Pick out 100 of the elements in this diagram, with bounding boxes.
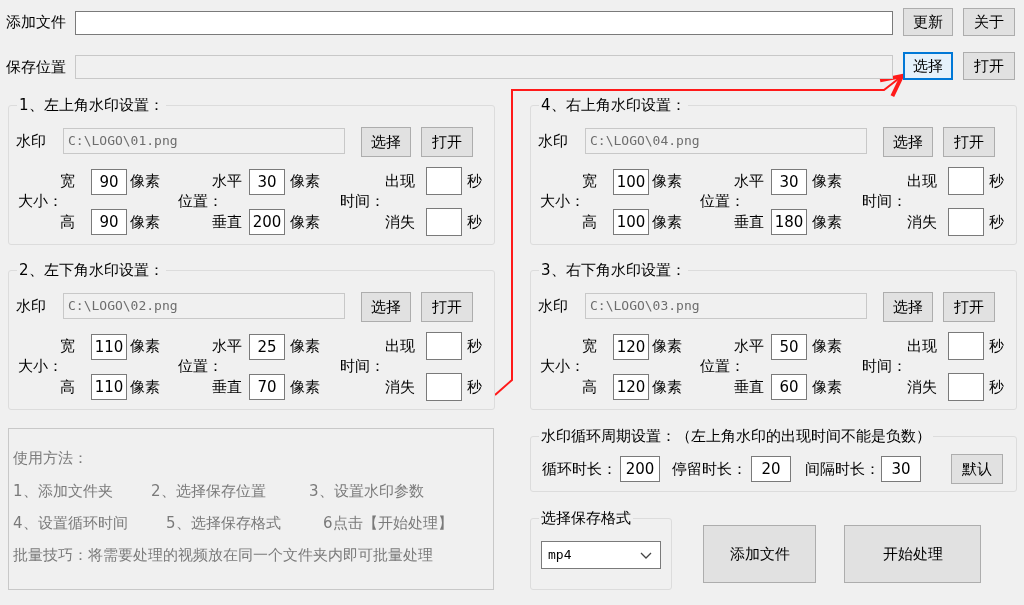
text-field: 120	[613, 374, 649, 400]
text-field	[75, 11, 893, 35]
text-field: 110	[91, 374, 127, 400]
field-label: 宽	[582, 172, 597, 190]
field-label: 像素	[652, 213, 682, 231]
text-field: C:\LOGO\01.png	[63, 128, 345, 154]
arrow	[494, 74, 904, 396]
field-label: 垂直	[212, 213, 242, 231]
field-label: 像素	[812, 213, 842, 231]
instructions-panel	[8, 428, 494, 590]
field-label: 水印	[538, 297, 568, 315]
button: 更新	[903, 8, 953, 36]
field-label: 垂直	[734, 213, 764, 231]
field-label: 消失	[385, 378, 415, 396]
field-label: 高	[60, 378, 75, 396]
text-field	[948, 208, 984, 236]
text-field: 30	[771, 169, 807, 195]
field-label: 消失	[385, 213, 415, 231]
heading: 使用方法：	[13, 449, 88, 467]
text-field	[948, 167, 984, 195]
text-field: 30	[249, 169, 285, 195]
group-title: 1、左上角水印设置：	[17, 96, 166, 114]
text-field	[426, 167, 462, 195]
field-label: 像素	[290, 213, 320, 231]
field-label: 像素	[290, 337, 320, 355]
text-field: 20	[751, 456, 791, 482]
button: 选择	[361, 292, 411, 322]
field-label: 像素	[290, 378, 320, 396]
text-field: 70	[249, 374, 285, 400]
text-field: 180	[771, 209, 807, 235]
text-field: 200	[249, 209, 285, 235]
text-field: C:\LOGO\04.png	[585, 128, 867, 154]
field-label: 宽	[60, 337, 75, 355]
instruction-text: 批量技巧：将需要处理的视频放在同一个文件夹内即可批量处理	[13, 546, 433, 564]
field-label: 高	[582, 213, 597, 231]
text-field: 25	[249, 334, 285, 360]
text-field: 30	[881, 456, 921, 482]
field-label: 秒	[467, 378, 482, 396]
text-field: 100	[613, 209, 649, 235]
text-field: C:\LOGO\02.png	[63, 293, 345, 319]
field-label: 秒	[989, 337, 1004, 355]
field-label: 秒	[467, 337, 482, 355]
text-field: 50	[771, 334, 807, 360]
field-label: 水印	[16, 132, 46, 150]
field-label: 宽	[582, 337, 597, 355]
field-label: 宽	[60, 172, 75, 190]
field-label: 出现	[907, 172, 937, 190]
text-field: 120	[613, 334, 649, 360]
field-label: 秒	[989, 378, 1004, 396]
field-label: 水平	[212, 172, 242, 190]
field-label: 像素	[652, 378, 682, 396]
instruction-text: 5、选择保存格式	[166, 514, 281, 532]
field-label: 高	[60, 213, 75, 231]
instruction-text: 6点击【开始处理】	[323, 514, 453, 532]
field-label: 像素	[130, 213, 160, 231]
button: 选择	[903, 52, 953, 80]
field-label: 水印	[538, 132, 568, 150]
field-label: 像素	[812, 172, 842, 190]
field-label: 水印	[16, 297, 46, 315]
button: 打开	[421, 127, 473, 157]
text-field	[948, 373, 984, 401]
field-label: 保存位置	[6, 58, 66, 76]
field-label: 像素	[130, 172, 160, 190]
group-title: 水印循环周期设置：（左上角水印的出现时间不能是负数）	[539, 427, 933, 445]
field-label: 秒	[467, 172, 482, 190]
button: 打开	[943, 127, 995, 157]
button: 关于	[963, 8, 1015, 36]
text-field: 200	[620, 456, 660, 482]
text-field: 100	[613, 169, 649, 195]
text-field	[948, 332, 984, 360]
field-label: 水平	[734, 172, 764, 190]
field-label: 像素	[812, 337, 842, 355]
text-field: 90	[91, 169, 127, 195]
field-label: 水平	[212, 337, 242, 355]
button: 选择	[883, 127, 933, 157]
field-label: 垂直	[212, 378, 242, 396]
field-label: 添加文件	[6, 13, 66, 31]
button: 选择	[361, 127, 411, 157]
button: 添加文件	[703, 525, 816, 583]
group-title: 3、右下角水印设置：	[539, 261, 688, 279]
field-label: 出现	[385, 337, 415, 355]
text-field	[75, 55, 893, 79]
button: 打开	[943, 292, 995, 322]
field-label: 秒	[989, 213, 1004, 231]
button: 打开	[963, 52, 1015, 80]
instruction-text: 4、设置循环时间	[13, 514, 128, 532]
field-label: 出现	[385, 172, 415, 190]
text-field	[426, 208, 462, 236]
field-label: 消失	[907, 213, 937, 231]
field-label: 消失	[907, 378, 937, 396]
field-label: 水平	[734, 337, 764, 355]
button: 默认	[951, 454, 1003, 484]
field-label: 秒	[989, 172, 1004, 190]
field-label: 像素	[130, 337, 160, 355]
instruction-text: 2、选择保存位置	[151, 482, 266, 500]
dropdown: mp4	[541, 541, 661, 569]
button: 开始处理	[844, 525, 981, 583]
field-label: 出现	[907, 337, 937, 355]
field-label: 秒	[467, 213, 482, 231]
button: 打开	[421, 292, 473, 322]
